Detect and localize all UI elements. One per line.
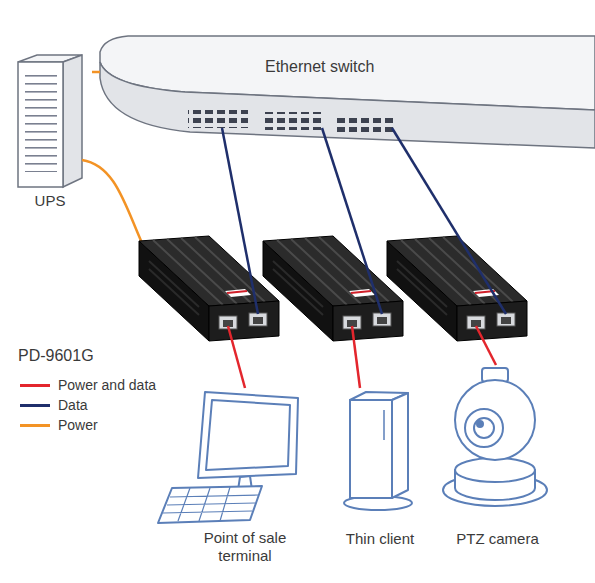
cable-connector [92,72,100,73]
legend: Power and dataDataPower [20,375,156,435]
data-cable [222,128,258,314]
cable-connector [222,128,258,388]
ups-tower [18,55,82,187]
cable-connector [322,128,382,388]
model-label: PD-9601G [18,346,94,365]
node-label: Point of sale terminal [186,529,304,565]
ptz-camera-icon [443,368,547,506]
ethernet-switch-shape [100,36,595,148]
node-label: Thin client [346,530,414,548]
ups-node: UPS [8,50,92,210]
legend-text: Power [58,417,98,434]
legend-swatch [20,424,50,427]
legend-row: Power and data [20,375,156,395]
poe-injector [139,236,527,341]
data-cable [322,128,382,314]
power-data-cable [476,326,496,365]
pos-terminal-icon [158,392,298,523]
legend-text: Power and data [58,377,156,394]
cable-connector [392,128,506,365]
node-label: Ethernet switch [265,58,595,76]
legend-row: Data [20,395,156,415]
device-node: PTZ camera [435,365,560,548]
legend-row: Power [20,415,156,435]
node-label: UPS [35,192,66,210]
data-cable [392,128,506,314]
thin-client-icon [344,392,412,510]
power-data-cable [228,326,245,388]
power-cable [92,71,100,74]
legend-swatch [20,384,50,387]
power-wire [82,160,142,243]
node-label: PTZ camera [456,530,539,548]
legend-text: Data [58,397,88,414]
switch-node: Ethernet switch [100,36,595,128]
legend-swatch [20,404,50,407]
device-node: Point of sale terminal [165,388,325,565]
power-data-cable [352,326,360,388]
device-node: Thin client [330,388,430,548]
